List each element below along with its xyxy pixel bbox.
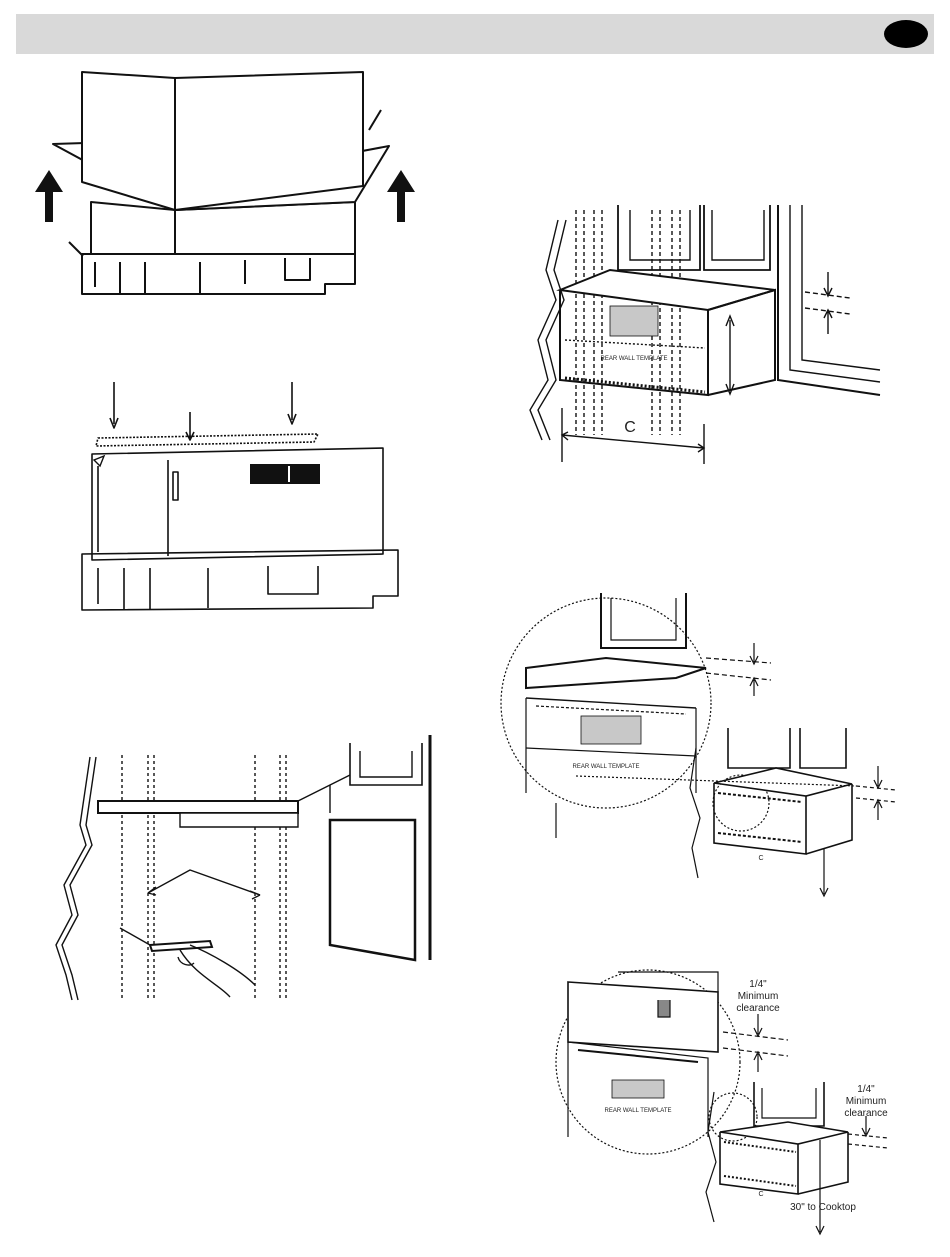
mark-wall-svg [50, 735, 440, 1005]
clearance-side-line2: Minimum [846, 1096, 887, 1107]
clearance-side-line3: clearance [844, 1108, 888, 1119]
clearance-detail-svg: REAR WALL TEMPLATE C [496, 588, 916, 894]
unit-on-base-svg [78, 382, 408, 614]
cooktop-clearance-svg: REAR WALL TEMPLATE C 1/4" Minimum cleara… [548, 962, 928, 1252]
center-mark-label: C [624, 419, 636, 436]
rear-wall-template-illustration: REAR WALL TEMPLATE C [520, 200, 890, 470]
lift-arrow-left-icon [35, 170, 63, 222]
cooktop-distance-label: 30" to Cooktop [790, 1202, 856, 1213]
vent-grille-icon [250, 464, 320, 484]
cooktop-clearance-illustration: REAR WALL TEMPLATE C 1/4" Minimum cleara… [548, 962, 928, 1252]
rear-wall-template-svg: REAR WALL TEMPLATE C [520, 200, 890, 470]
section-badge [884, 20, 928, 48]
carton-lift-svg [25, 62, 425, 312]
carton-lift-illustration [25, 62, 425, 312]
cooktop-template-label: REAR WALL TEMPLATE [604, 1108, 671, 1114]
template-label: REAR WALL TEMPLATE [600, 356, 667, 362]
clearance-top-line3: clearance [736, 1003, 780, 1014]
detail-template-label: REAR WALL TEMPLATE [572, 764, 639, 770]
cooktop-center-label: C [758, 1191, 763, 1198]
unit-on-base-illustration [78, 382, 408, 614]
header-bar [16, 14, 934, 54]
clearance-top-line1: 1/4" [749, 979, 767, 990]
clearance-detail-illustration: REAR WALL TEMPLATE C [496, 588, 916, 894]
clearance-top-line2: Minimum [738, 991, 779, 1002]
detail-center-label: C [758, 855, 763, 862]
lift-arrow-right-icon [387, 170, 415, 222]
mark-wall-illustration [50, 735, 440, 1005]
clearance-side-line1: 1/4" [857, 1084, 875, 1095]
